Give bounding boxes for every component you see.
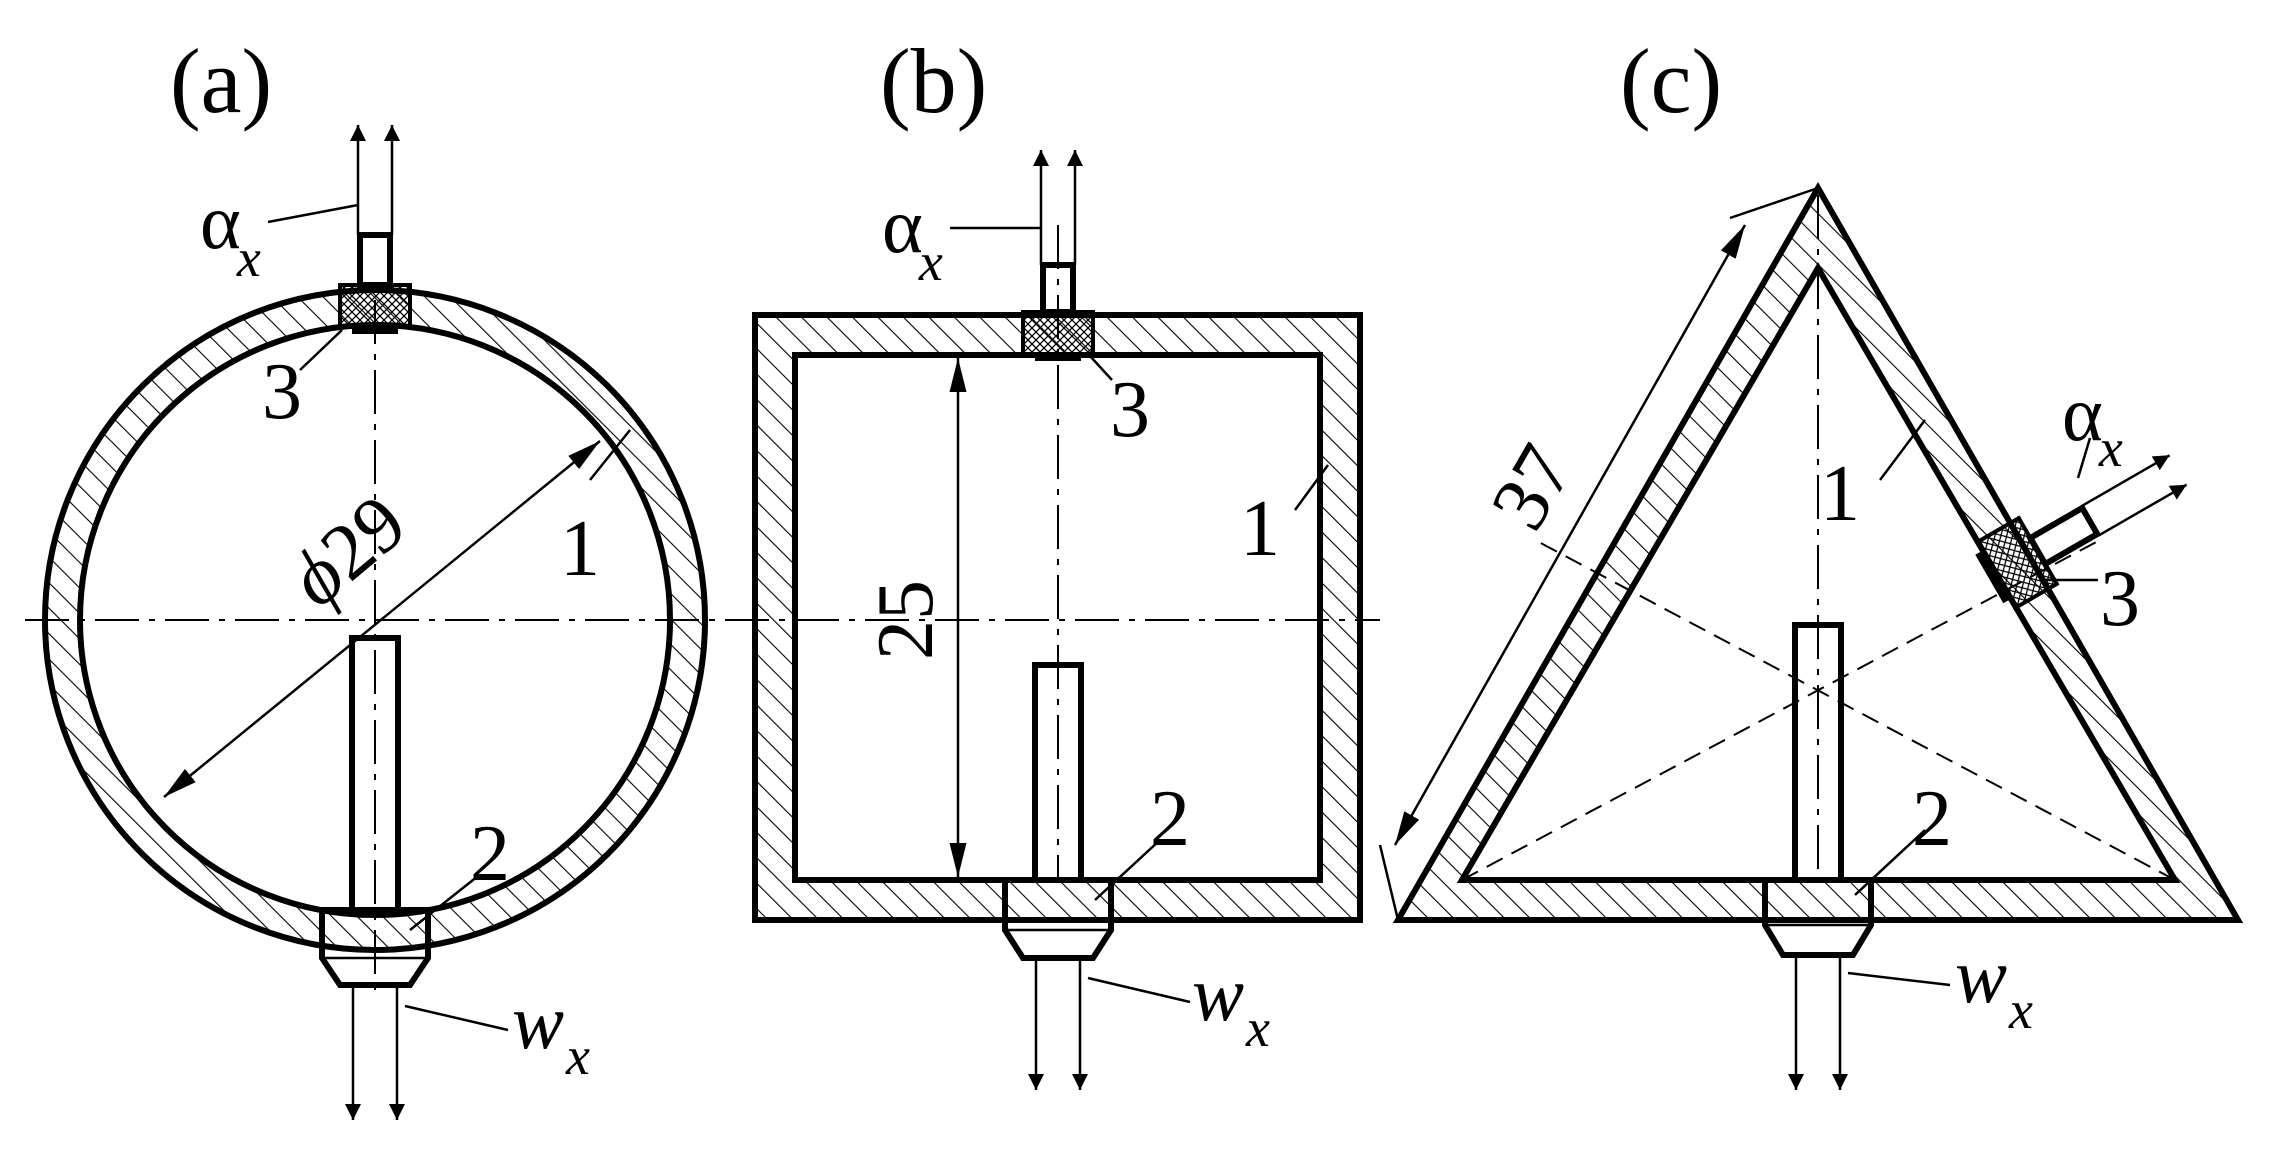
panel-a-sensor-stem xyxy=(357,232,393,288)
panel-a-w-label: wx xyxy=(512,978,590,1086)
panel-b-callout-3-leader xyxy=(1089,355,1113,381)
panel-a-callout-1-leader xyxy=(589,429,631,481)
panel-b-callout-2-leader xyxy=(1094,839,1161,901)
panel-a-diameter-dimension xyxy=(163,440,601,798)
panel-a-label: (a) xyxy=(170,30,272,132)
panel-b-w-label: wx xyxy=(1192,950,1270,1058)
panel-c-sensor-group xyxy=(1974,454,2188,611)
panel-b-side-label: 25 xyxy=(862,580,950,660)
panel-a: (a) ϕ29 3 1 2 αx xyxy=(42,30,708,1120)
panel-b-sensor-base xyxy=(1035,353,1081,361)
panel-b-sensor-stem xyxy=(1040,262,1076,315)
panel-c-callout-1-leader xyxy=(1879,419,1926,481)
panel-c: (c) 37 1 3 2 xyxy=(1378,30,2244,1090)
panel-c-w-leader xyxy=(1847,971,1951,987)
panel-a-sensor xyxy=(338,283,412,329)
panel-c-alpha-label: αx xyxy=(2062,370,2123,478)
panel-a-callout-3: 3 xyxy=(262,348,302,436)
panel-b-sensor xyxy=(1021,310,1095,356)
panel-b: (b) 25 3 1 2 αx wx xyxy=(752,30,1363,1090)
panel-c-callout-2: 2 xyxy=(1912,775,1952,863)
panel-c-callout-1: 1 xyxy=(1820,450,1860,538)
panel-c-alpha-arrow-1 xyxy=(2080,454,2171,508)
panel-c-label: (c) xyxy=(1620,30,1722,132)
panel-b-callout-3: 3 xyxy=(1110,366,1150,454)
panel-b-label: (b) xyxy=(880,30,987,132)
panel-c-sensor-stem xyxy=(2026,503,2102,569)
panel-b-alpha-label: αx xyxy=(882,182,943,292)
panel-a-w-leader xyxy=(404,1004,509,1032)
panel-c-side-dimension xyxy=(1393,224,1747,846)
panel-a-alpha-leader xyxy=(267,203,359,224)
panel-c-w-label: wx xyxy=(1955,932,2033,1040)
panel-b-callout-2: 2 xyxy=(1150,775,1190,863)
panel-a-callout-3-leader xyxy=(299,329,343,371)
panel-a-callout-2: 2 xyxy=(470,810,510,898)
panel-c-alpha-leader xyxy=(2076,437,2092,479)
panel-b-callout-1: 1 xyxy=(1240,485,1280,573)
panel-b-w-leader xyxy=(1087,976,1191,1004)
panel-b-callout-1-leader xyxy=(1293,464,1330,511)
panel-a-diameter-label: ϕ29 xyxy=(273,478,423,623)
panel-a-alpha-label: αx xyxy=(200,178,261,288)
panel-c-sensor-base xyxy=(1975,550,2011,604)
panel-c-dim-ext-bottom xyxy=(1378,844,1400,921)
panel-a-sensor-base xyxy=(352,326,398,334)
panel-c-dim-ext-top xyxy=(1729,186,1819,220)
panel-c-alpha-arrow-2 xyxy=(2097,483,2188,537)
panel-c-callout-2-leader xyxy=(1854,829,1926,896)
panel-c-callout-3: 3 xyxy=(2100,555,2140,643)
panel-a-callout-1: 1 xyxy=(560,505,600,593)
panel-a-callout-2-leader xyxy=(409,875,479,931)
